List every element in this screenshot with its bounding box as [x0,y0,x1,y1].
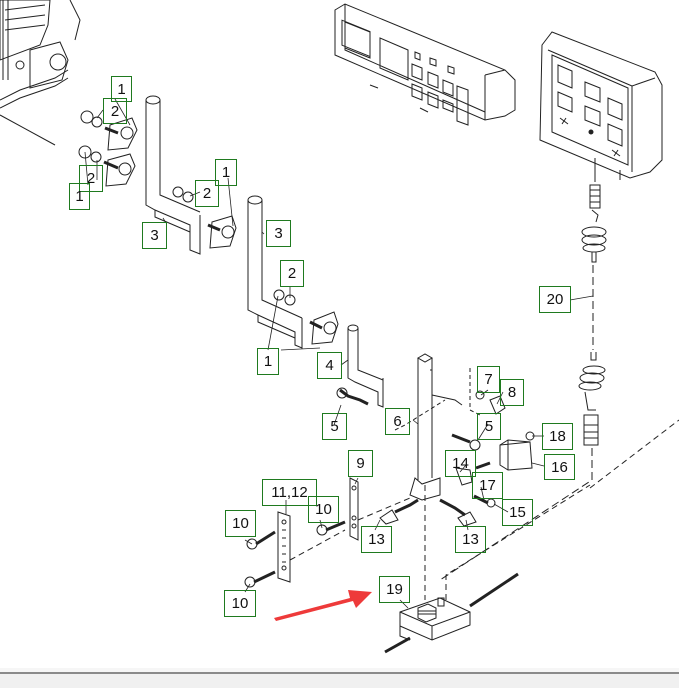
connector-cable-drawing [439,184,607,581]
callout-5[interactable]: 5 [477,413,501,440]
wing-bolts-13-drawing [379,498,477,527]
plate-11-12-drawing [277,511,291,583]
callout-2[interactable]: 2 [103,98,127,124]
small-parts-drawing [394,368,535,508]
callout-7[interactable]: 7 [477,366,500,393]
callout-8[interactable]: 8 [500,379,524,406]
parts-diagram [0,0,679,654]
callout-3[interactable]: 3 [142,222,167,249]
callout-2[interactable]: 2 [195,180,219,207]
callout-10[interactable]: 10 [224,590,256,617]
callout-1[interactable]: 1 [111,76,132,102]
callout-10[interactable]: 10 [225,510,256,537]
callout-1[interactable]: 1 [215,159,237,186]
callout-4[interactable]: 4 [317,352,342,379]
callout-17[interactable]: 17 [472,472,503,499]
callout-11-12[interactable]: 11,12 [262,479,317,506]
callout-20[interactable]: 20 [539,286,571,313]
pole-3a-drawing [145,95,201,255]
callout-13[interactable]: 13 [455,526,486,553]
part-19-bracket-drawing [384,419,679,654]
machine-crawler-drawing [0,0,81,146]
callout-6[interactable]: 6 [385,408,410,435]
callout-19[interactable]: 19 [379,576,410,603]
callout-13[interactable]: 13 [361,526,392,553]
window-bottom-highlight [0,668,679,672]
callout-14[interactable]: 14 [445,450,476,477]
clamp-assemblies-drawing [78,110,339,345]
highlight-arrow [274,590,372,621]
callout-2[interactable]: 2 [280,260,304,287]
callout-2[interactable]: 2 [79,165,103,192]
callout-9[interactable]: 9 [348,450,373,477]
pole-4-drawing [347,324,384,408]
callout-1[interactable]: 1 [69,183,90,210]
callout-16[interactable]: 16 [544,454,575,480]
main-pole-6-drawing [409,353,463,600]
callout-15[interactable]: 15 [502,499,533,526]
control-unit-long-drawing [334,3,516,126]
bolts-10-drawing [244,497,411,588]
window-bottom-edge [0,672,679,688]
callout-1[interactable]: 1 [257,348,279,375]
callout-18[interactable]: 18 [542,423,573,450]
callout-10[interactable]: 10 [308,496,339,523]
pole-3b-drawing [247,195,303,349]
callout-3[interactable]: 3 [266,220,291,247]
plate-9-drawing [349,477,359,541]
control-unit-display-drawing [539,31,663,182]
wing-bolt-5a-drawing [336,387,369,406]
callout-5[interactable]: 5 [322,413,347,440]
